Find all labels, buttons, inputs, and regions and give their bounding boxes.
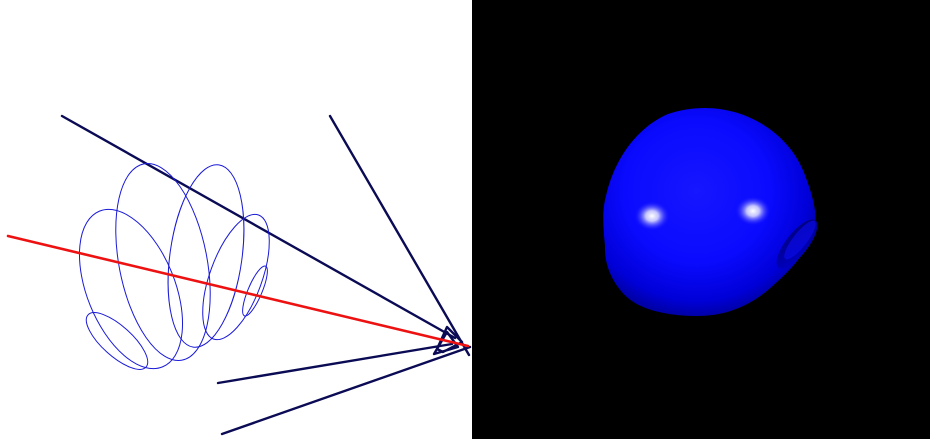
specular-highlight-right xyxy=(735,196,771,226)
helix-curves xyxy=(78,162,270,370)
helix-loop xyxy=(115,162,211,362)
helix-loop xyxy=(202,213,270,341)
frustum-line-top xyxy=(328,114,471,357)
render-viewport[interactable] xyxy=(472,0,930,439)
frustum-line-bottom xyxy=(220,345,472,436)
camera-apex xyxy=(432,325,464,356)
frustum-line-top-left xyxy=(60,114,457,340)
frustum-line-bottom-left xyxy=(216,342,454,385)
wireframe-canvas xyxy=(6,114,472,436)
render-canvas xyxy=(603,108,818,316)
wireframe-viewport[interactable] xyxy=(0,0,472,439)
blob-surface xyxy=(603,108,816,316)
helix-loop xyxy=(78,208,184,370)
red-ray xyxy=(6,234,470,348)
helix-loop xyxy=(85,312,149,370)
helix-loop xyxy=(167,164,245,348)
frustum-lines xyxy=(60,114,472,436)
blob-dent-rim xyxy=(784,220,816,260)
specular-highlight-left xyxy=(634,201,670,231)
helix-loop xyxy=(242,265,268,317)
